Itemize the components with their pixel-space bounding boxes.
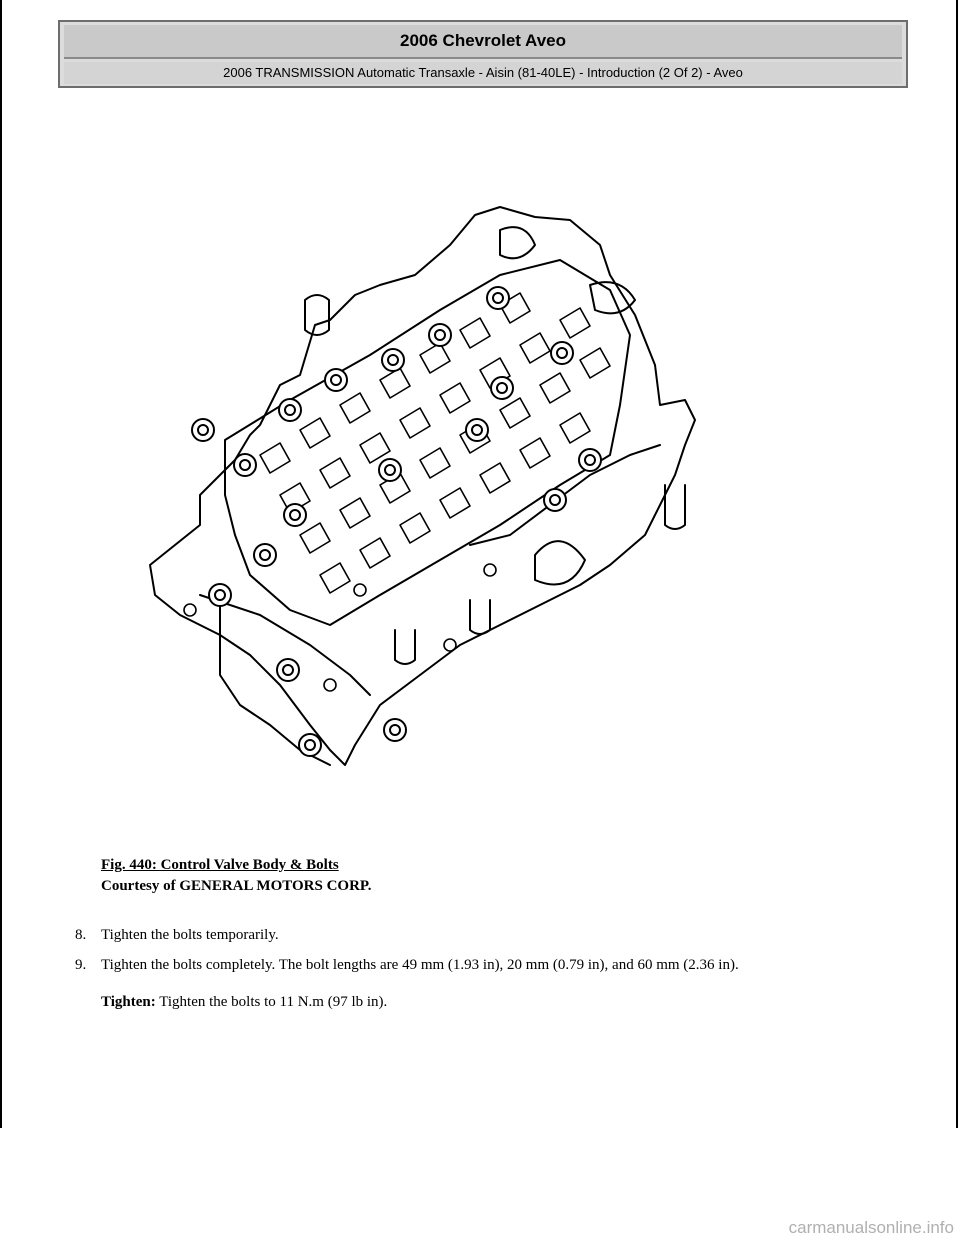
watermark: carmanualsonline.info <box>788 1218 954 1237</box>
step-number: 8. <box>75 927 87 943</box>
tighten-label: Tighten: <box>101 994 156 1010</box>
step-number: 9. <box>75 957 87 973</box>
control-valve-body-illustration <box>149 206 696 766</box>
step-text: Tighten the bolts completely. The bolt l… <box>101 957 739 973</box>
page-right-border <box>956 0 958 1128</box>
header-title: 2006 Chevrolet Aveo <box>64 25 902 59</box>
document-header: 2006 Chevrolet Aveo 2006 TRANSMISSION Au… <box>58 20 908 88</box>
tighten-text: Tighten the bolts to 11 N.m (97 lb in). <box>159 994 388 1010</box>
step-8: 8. Tighten the bolts temporarily. <box>75 925 895 946</box>
figure-label: Fig. 440: Control Valve Body & Bolts <box>101 857 339 873</box>
step-9: 9. Tighten the bolts completely. The bol… <box>75 955 895 1013</box>
header-subtitle: 2006 TRANSMISSION Automatic Transaxle - … <box>64 62 902 84</box>
step-text: Tighten the bolts temporarily. <box>101 927 279 943</box>
tighten-spec: Tighten: Tighten the bolts to 11 N.m (97… <box>101 992 895 1013</box>
procedure-steps: 8. Tighten the bolts temporarily. 9. Tig… <box>75 925 895 1022</box>
figure-credit: Courtesy of GENERAL MOTORS CORP. <box>101 878 372 894</box>
figure-caption: Fig. 440: Control Valve Body & Bolts Cou… <box>101 855 371 897</box>
page-left-border <box>0 0 2 1128</box>
